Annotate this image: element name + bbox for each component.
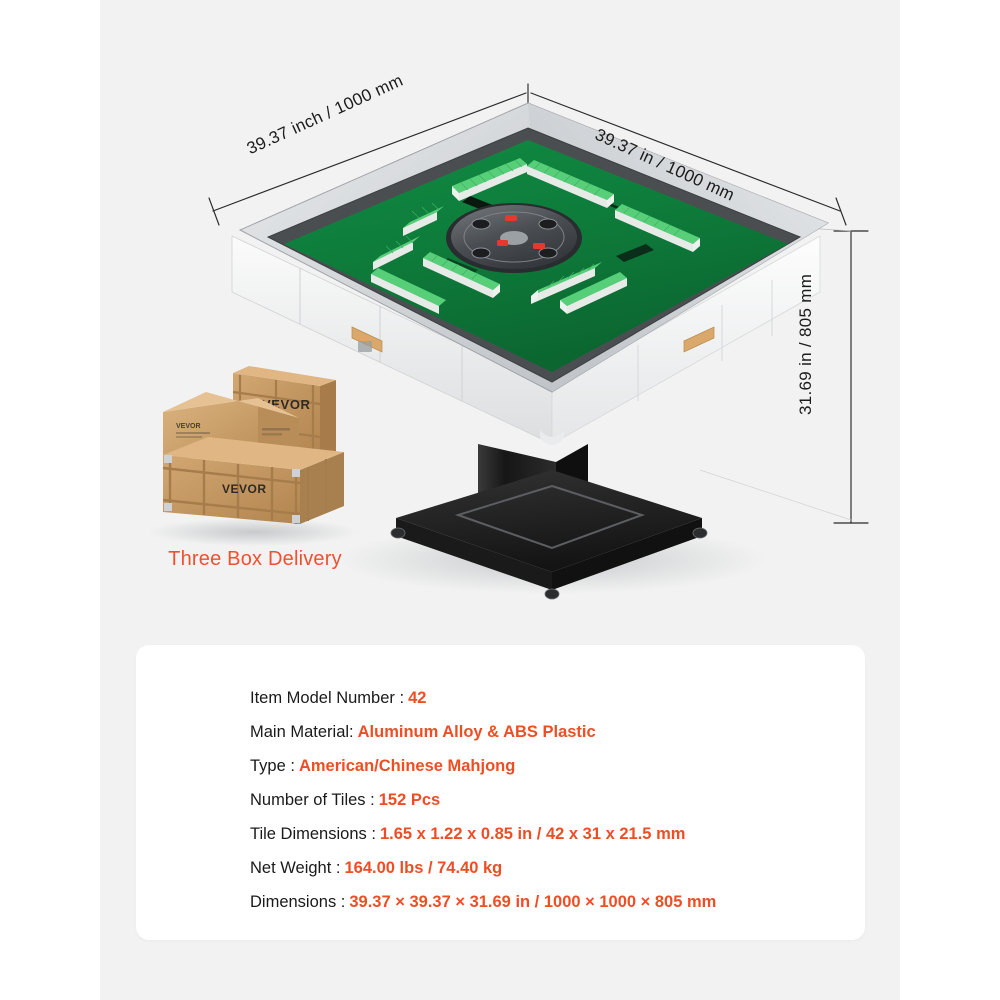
crate-rear-side: [320, 380, 336, 458]
spec-value: American/Chinese Mahjong: [298, 757, 516, 775]
spec-row: Tile Dimensions :1.65 x 1.22 x 0.85 in /…: [250, 817, 855, 851]
crate-front: VEVOR: [162, 437, 344, 524]
drawer-seams-right: [637, 280, 773, 401]
dimension-tick-right: [835, 197, 847, 226]
drawer-seams-left: [299, 268, 463, 401]
crate-rear-top: [233, 366, 336, 386]
carton-long-top: [163, 392, 299, 418]
spec-label: Net Weight :: [250, 859, 341, 877]
console-indicator-top: [505, 215, 517, 221]
dimension-tick-left: [208, 197, 220, 226]
delivery-caption: Three Box Delivery: [168, 548, 342, 570]
table-base-edge-right: [552, 518, 702, 590]
drawer-label-plate: [358, 341, 372, 352]
table-base-edge-left: [396, 518, 552, 590]
dimension-line-right: [530, 92, 841, 212]
packaging-crates: VEVOR VEVOR: [148, 366, 358, 546]
tile-wall-lower-right: [560, 272, 627, 314]
crate-floor-shadow: [148, 518, 358, 546]
crate-front-side: [300, 452, 344, 524]
tile-wall-lower-left: [371, 268, 446, 314]
dimension-lines: [208, 83, 869, 524]
drawer-handle-left[interactable]: [351, 326, 383, 353]
spec-value: 42: [408, 689, 427, 707]
crate-front-side-battens: [307, 459, 327, 521]
caster-left: [390, 527, 406, 539]
tile-wall-right: [615, 204, 700, 252]
dimension-label-height: 31.69 in / 805 mm: [796, 273, 815, 415]
tile-wall-back-right: [527, 160, 614, 208]
mahjong-table: [231, 102, 830, 600]
spec-value: 1.65 x 1.22 x 0.85 in / 42 x 31 x 21.5 m…: [379, 825, 686, 843]
spec-label: Tile Dimensions :: [250, 825, 376, 843]
spec-label: Number of Tiles :: [250, 791, 375, 809]
spec-value: 39.37 × 39.37 × 31.69 in / 1000 × 1000 ×…: [349, 893, 717, 911]
spec-row: Item Model Number :42: [250, 681, 855, 715]
spec-row: Net Weight :164.00 lbs / 74.40 kg: [250, 851, 855, 885]
spec-value: Aluminum Alloy & ABS Plastic: [357, 723, 596, 741]
spec-label: Item Model Number :: [250, 689, 405, 707]
mahjong-tile-walls: [371, 158, 700, 314]
console-inner-ring: [463, 211, 565, 263]
background-white-right: [900, 0, 1000, 1000]
spec-row: Main Material:Aluminum Alloy & ABS Plast…: [250, 715, 855, 749]
carton-long-brand: VEVOR: [176, 423, 201, 430]
apron-corner: [540, 430, 564, 445]
crate-front-battens: [162, 456, 301, 524]
table-base-plinth: [454, 484, 646, 550]
table-casters: [390, 527, 708, 600]
caster-front: [544, 588, 560, 600]
console-button-south[interactable]: [538, 247, 558, 259]
crate-front-brand: VEVOR: [222, 482, 267, 496]
table-base-top: [396, 470, 702, 572]
tile-wall-front-right: [531, 262, 602, 304]
dealer-console[interactable]: [446, 203, 582, 273]
background-white-left: [0, 0, 100, 1000]
spec-label: Dimensions :: [250, 893, 346, 911]
drawer-handle-right[interactable]: [683, 326, 715, 353]
spec-row: Dimensions :39.37 × 39.37 × 31.69 in / 1…: [250, 885, 855, 919]
tile-wall-left: [373, 202, 444, 270]
console-button-north[interactable]: [471, 218, 491, 230]
crate-corner-brackets: [164, 455, 300, 523]
dimension-line-left: [212, 92, 527, 212]
crate-front-top: [163, 437, 344, 470]
tile-wall-back-left: [452, 158, 527, 201]
spec-row: Number of Tiles :152 Pcs: [250, 783, 855, 817]
hero-product-image: VEVOR VEVOR: [148, 71, 869, 600]
caster-right: [692, 527, 708, 539]
tile-wall-front-left: [423, 252, 500, 298]
spec-label: Main Material:: [250, 723, 354, 741]
console-indicator-left: [497, 240, 508, 246]
console-button-west[interactable]: [471, 247, 491, 259]
spec-row: Type :American/Chinese Mahjong: [250, 749, 855, 783]
spec-value: 164.00 lbs / 74.40 kg: [344, 859, 503, 877]
console-indicator-right: [533, 243, 545, 249]
spec-label: Type :: [250, 757, 295, 775]
console-button-east[interactable]: [538, 218, 558, 230]
product-illustration-svg: VEVOR VEVOR: [148, 83, 869, 600]
spec-value: 152 Pcs: [378, 791, 441, 809]
